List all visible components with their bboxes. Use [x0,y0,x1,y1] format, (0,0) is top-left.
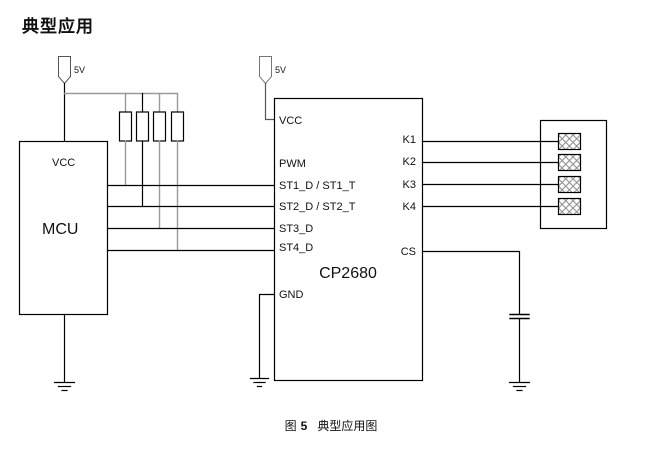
pin-k2: K2 [403,156,416,168]
touch-panel [539,119,608,230]
supply-5v-right [259,56,275,121]
touch-key-3 [557,175,582,194]
resistor-4 [170,92,185,252]
touch-key-4 [557,197,582,216]
pin-k3: K3 [403,179,416,191]
resistor-2 [135,92,150,208]
mcu-vcc-label: VCC [52,157,75,169]
pin-cs: CS [401,246,416,258]
touch-key-2 [557,153,582,172]
chip-name: CP2680 [319,265,377,282]
resistor-3 [152,92,167,230]
caption-number: 5 [300,419,308,433]
resistor-1 [118,92,133,187]
pin-k1: K1 [403,134,416,146]
signal-wires [106,184,275,252]
supply-right-label: 5V [275,65,286,75]
key-wires [421,140,559,208]
mcu-name: MCU [42,221,78,238]
pin-st4: ST4_D [279,242,313,254]
ground-cap-icon [508,381,531,392]
pin-st3: ST3_D [279,223,313,235]
pin-st1: ST1_D / ST1_T [279,180,356,192]
cp2680-chip [273,97,424,382]
mcu-block [18,140,109,316]
touch-key-1 [557,132,582,151]
pin-vcc: VCC [279,115,302,127]
ground-chip-icon [249,377,270,388]
caption-text: 典型应用图 [317,419,378,433]
ground-mcu-icon [53,381,76,392]
supply-left-label: 5V [74,65,85,75]
caption-prefix: 图 [284,419,297,433]
pin-k4: K4 [403,201,416,213]
pullup-resistors [118,92,185,252]
pin-st2: ST2_D / ST2_T [279,201,356,213]
pin-gnd: GND [279,289,304,301]
supply-5v-left [58,56,71,142]
pin-pwm: PWM [279,158,306,170]
section-title: 典型应用 [22,17,94,37]
